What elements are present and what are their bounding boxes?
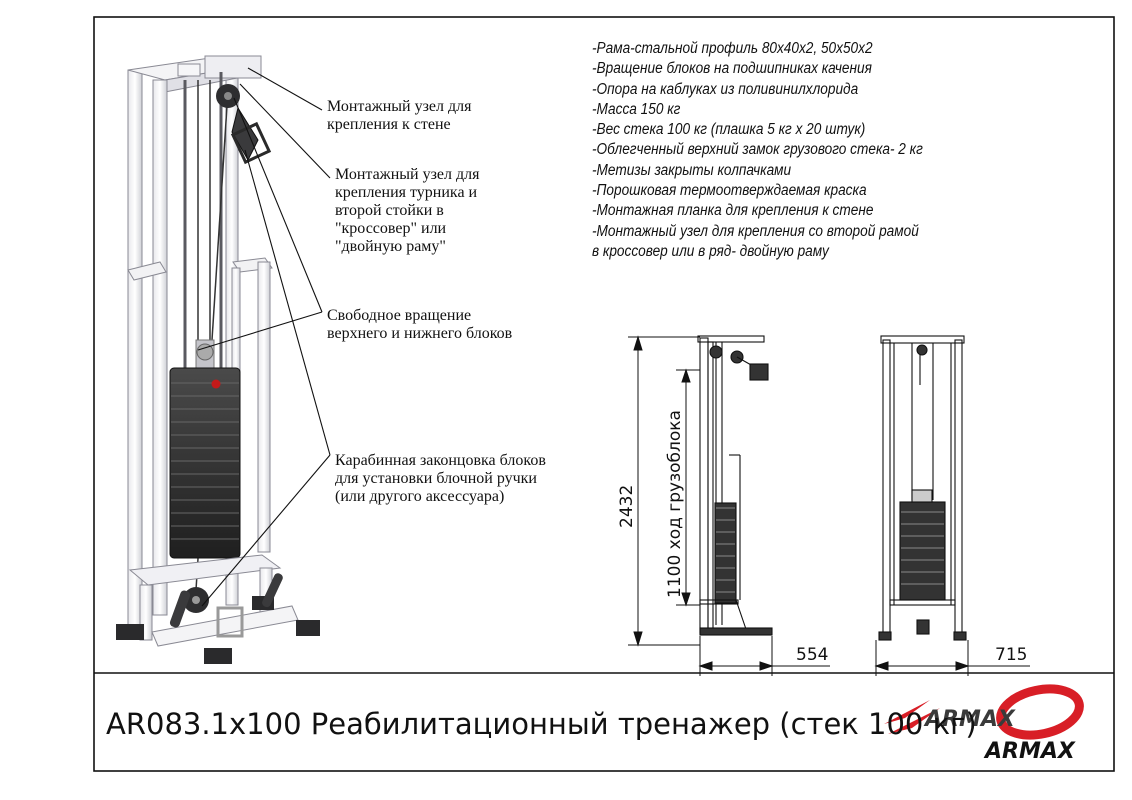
- stroke-dimension-label: 1100 ход грузоблока: [665, 410, 685, 598]
- spec-item: -Монтажный узел для крепления со второй …: [592, 222, 919, 240]
- sheet-border: [93, 16, 1115, 772]
- product-title: AR083.1х100 Реабилитационный тренажер (с…: [106, 707, 977, 741]
- side-view-drawing: [697, 335, 773, 636]
- front-view-drawing: [878, 335, 967, 641]
- height-dimension-label: 2432: [617, 485, 637, 528]
- spec-item: -Вес стека 100 кг (плашка 5 кг х 20 штук…: [592, 121, 866, 139]
- spec-item: -Опора на каблуках из поливинилхлорида: [592, 80, 859, 98]
- spec-item: -Монтажная планка для крепления к стене: [592, 202, 874, 220]
- front-view-dimensions: [874, 640, 1030, 676]
- callout-leaders: [197, 67, 331, 607]
- width-dimension-label: 715: [995, 645, 1027, 665]
- svg-text:ARMAX: ARMAX: [983, 739, 1076, 764]
- side-view-dimensions: [628, 335, 830, 676]
- callout-free-rotation: Свободное вращение верхнего и нижнего бл…: [327, 307, 513, 342]
- machine-illustration: [116, 55, 320, 664]
- callout-wall-mount: Монтажный узел для крепления к стене: [327, 98, 472, 133]
- spec-item: -Вращение блоков на подшипниках качения: [592, 60, 872, 78]
- armax-logo: ARMAX ARMAX: [884, 684, 1084, 764]
- svg-text:ARMAX: ARMAX: [923, 707, 1016, 732]
- spec-item: -Рама-стальной профиль 80х40х2, 50х50х2: [592, 40, 873, 57]
- depth-dimension-label: 554: [796, 645, 828, 665]
- specifications-list: -Рама-стальной профиль 80х40х2, 50х50х2 …: [592, 39, 923, 262]
- spec-item: -Метизы закрыты колпачками: [592, 161, 792, 179]
- spec-item: в кроссовер или в ряд- двойную раму: [592, 242, 829, 260]
- callout-crossover-mount: Монтажный узел для крепления турника и в…: [335, 166, 480, 255]
- spec-item: -Облегченный верхний замок грузового сте…: [592, 141, 923, 159]
- spec-item: -Порошковая термоотверждаемая краска: [592, 182, 867, 200]
- callout-carabiner: Карабинная законцовка блоков для установ…: [335, 452, 546, 505]
- weight-stack: [169, 367, 241, 559]
- spec-item: -Масса 150 кг: [592, 100, 681, 118]
